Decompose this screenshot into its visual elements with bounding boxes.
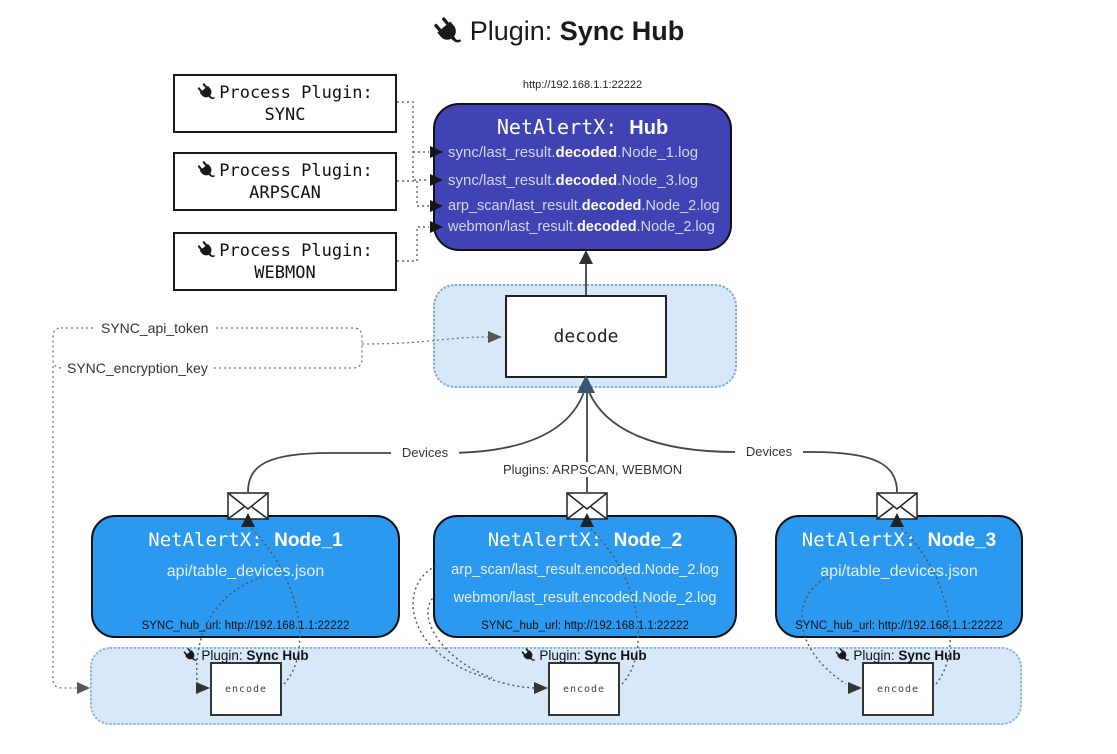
hub-log-line: arp_scan/last_result.decoded.Node_2.log xyxy=(448,198,728,218)
node-title: NetAlertX: Node_2 xyxy=(435,529,735,552)
decode-label: decode xyxy=(553,326,619,347)
hub-title: NetAlertX: Hub xyxy=(435,115,730,140)
process-plugin-label: Process Plugin: xyxy=(219,82,373,103)
node-box-node1: NetAlertX: Node_1 api/table_devices.json… xyxy=(91,515,400,638)
log-post: .Node_3.log xyxy=(617,172,699,189)
node-title: NetAlertX: Node_3 xyxy=(777,529,1021,552)
encoder-label-bold: Sync Hub xyxy=(898,648,961,663)
diagram-title: Plugin: Sync Hub xyxy=(0,16,1117,47)
node-file-line: arp_scan/last_result.encoded.Node_2.log xyxy=(451,562,719,578)
log-bold: decoded xyxy=(555,172,618,189)
plug-icon xyxy=(183,648,199,663)
encoder-label-bold: Sync Hub xyxy=(584,648,647,663)
node-title: NetAlertX: Node_1 xyxy=(93,529,398,552)
node-hub-url: SYNC_hub_url: http://192.168.1.1:22222 xyxy=(481,620,689,632)
plug-icon xyxy=(521,648,537,663)
decode-box: decode xyxy=(505,295,667,378)
plug-icon xyxy=(835,648,851,663)
hub-title-bold: Hub xyxy=(629,117,669,139)
hub-url-label: http://192.168.1.1:22222 xyxy=(522,79,643,91)
log-pre: sync/last_result. xyxy=(448,144,556,161)
node-title-bold: Node_1 xyxy=(274,530,343,551)
encoder-plugin-label: Plugin: Sync Hub xyxy=(818,648,978,663)
node-box-node2: NetAlertX: Node_2 arp_scan/last_result.e… xyxy=(433,515,737,638)
plug-icon xyxy=(197,241,217,260)
hub-title-prefix: NetAlertX: xyxy=(496,115,630,139)
encoder-plugin-label: Plugin: Sync Hub xyxy=(166,648,326,663)
node-hub-url: SYNC_hub_url: http://192.168.1.1:22222 xyxy=(141,620,350,632)
log-post: .Node_2.log xyxy=(636,219,715,235)
hub-box: NetAlertX: Hub sync/last_result.decoded.… xyxy=(433,103,732,251)
node-file-line: webmon/last_result.encoded.Node_2.log xyxy=(453,590,717,606)
node-hub-url: SYNC_hub_url: http://192.168.1.1:22222 xyxy=(795,620,1003,632)
encode-box-node1: encode xyxy=(210,662,282,716)
plug-icon xyxy=(197,161,217,180)
log-bold: decoded xyxy=(555,144,618,161)
edge-label-plugins-mid: Plugins: ARPSCAN, WEBMON xyxy=(498,462,682,477)
node-file-line: api/table_devices.json xyxy=(820,563,978,580)
node-title-prefix: NetAlertX: xyxy=(148,529,275,551)
edge-label-devices-left: Devices xyxy=(391,445,459,460)
process-plugin-label: Process Plugin: xyxy=(219,160,373,181)
encode-label: encode xyxy=(224,683,268,695)
process-plugin-name: ARPSCAN xyxy=(249,182,321,203)
process-plugin-box-arpscan: Process Plugin: ARPSCAN xyxy=(173,152,397,211)
edge-label-devices-right: Devices xyxy=(735,444,803,459)
process-plugin-name: SYNC xyxy=(264,104,306,125)
encoder-label-prefix: Plugin: xyxy=(201,648,247,663)
node-title-bold: Node_2 xyxy=(613,530,683,551)
log-post: .Node_2.log xyxy=(641,198,720,214)
diagram-title-text: Plugin: Sync Hub xyxy=(470,16,685,47)
node-title-bold: Node_3 xyxy=(927,530,997,551)
encode-label: encode xyxy=(876,683,920,695)
plug-icon xyxy=(197,83,217,102)
node-title-prefix: NetAlertX: xyxy=(801,529,928,551)
title-bold: Sync Hub xyxy=(559,16,685,46)
config-key-encryption-key: SYNC_encryption_key xyxy=(62,360,213,376)
encoder-label-prefix: Plugin: xyxy=(539,648,585,663)
encode-box-node3: encode xyxy=(862,662,934,716)
log-bold: decoded xyxy=(581,198,642,214)
hub-log-line: webmon/last_result.decoded.Node_2.log xyxy=(448,219,728,239)
encoder-label-prefix: Plugin: xyxy=(853,648,899,663)
log-pre: sync/last_result. xyxy=(448,172,556,189)
hub-log-line: sync/last_result.decoded.Node_1.log xyxy=(448,144,728,164)
node-title-prefix: NetAlertX: xyxy=(487,529,614,551)
config-key-api-token: SYNC_api_token xyxy=(96,320,214,336)
log-pre: arp_scan/last_result. xyxy=(448,198,582,214)
encode-box-node2: encode xyxy=(548,662,620,716)
process-plugin-box-sync: Process Plugin: SYNC xyxy=(173,74,397,133)
node-box-node3: NetAlertX: Node_3 api/table_devices.json… xyxy=(775,515,1023,638)
log-post: .Node_1.log xyxy=(617,144,699,161)
encoder-label-bold: Sync Hub xyxy=(246,648,309,663)
encoder-plugin-label: Plugin: Sync Hub xyxy=(504,648,664,663)
log-pre: webmon/last_result. xyxy=(448,219,577,235)
process-plugin-label: Process Plugin: xyxy=(219,240,373,261)
plugin-to-hub-connectors xyxy=(397,101,429,262)
encode-label: encode xyxy=(562,683,606,695)
hub-log-line: sync/last_result.decoded.Node_3.log xyxy=(448,172,728,192)
title-prefix: Plugin: xyxy=(469,16,560,46)
plug-icon xyxy=(432,16,463,47)
process-plugin-name: WEBMON xyxy=(254,262,316,283)
process-plugin-box-webmon: Process Plugin: WEBMON xyxy=(173,232,397,291)
node-file-line: api/table_devices.json xyxy=(166,563,325,580)
log-bold: decoded xyxy=(576,219,637,235)
